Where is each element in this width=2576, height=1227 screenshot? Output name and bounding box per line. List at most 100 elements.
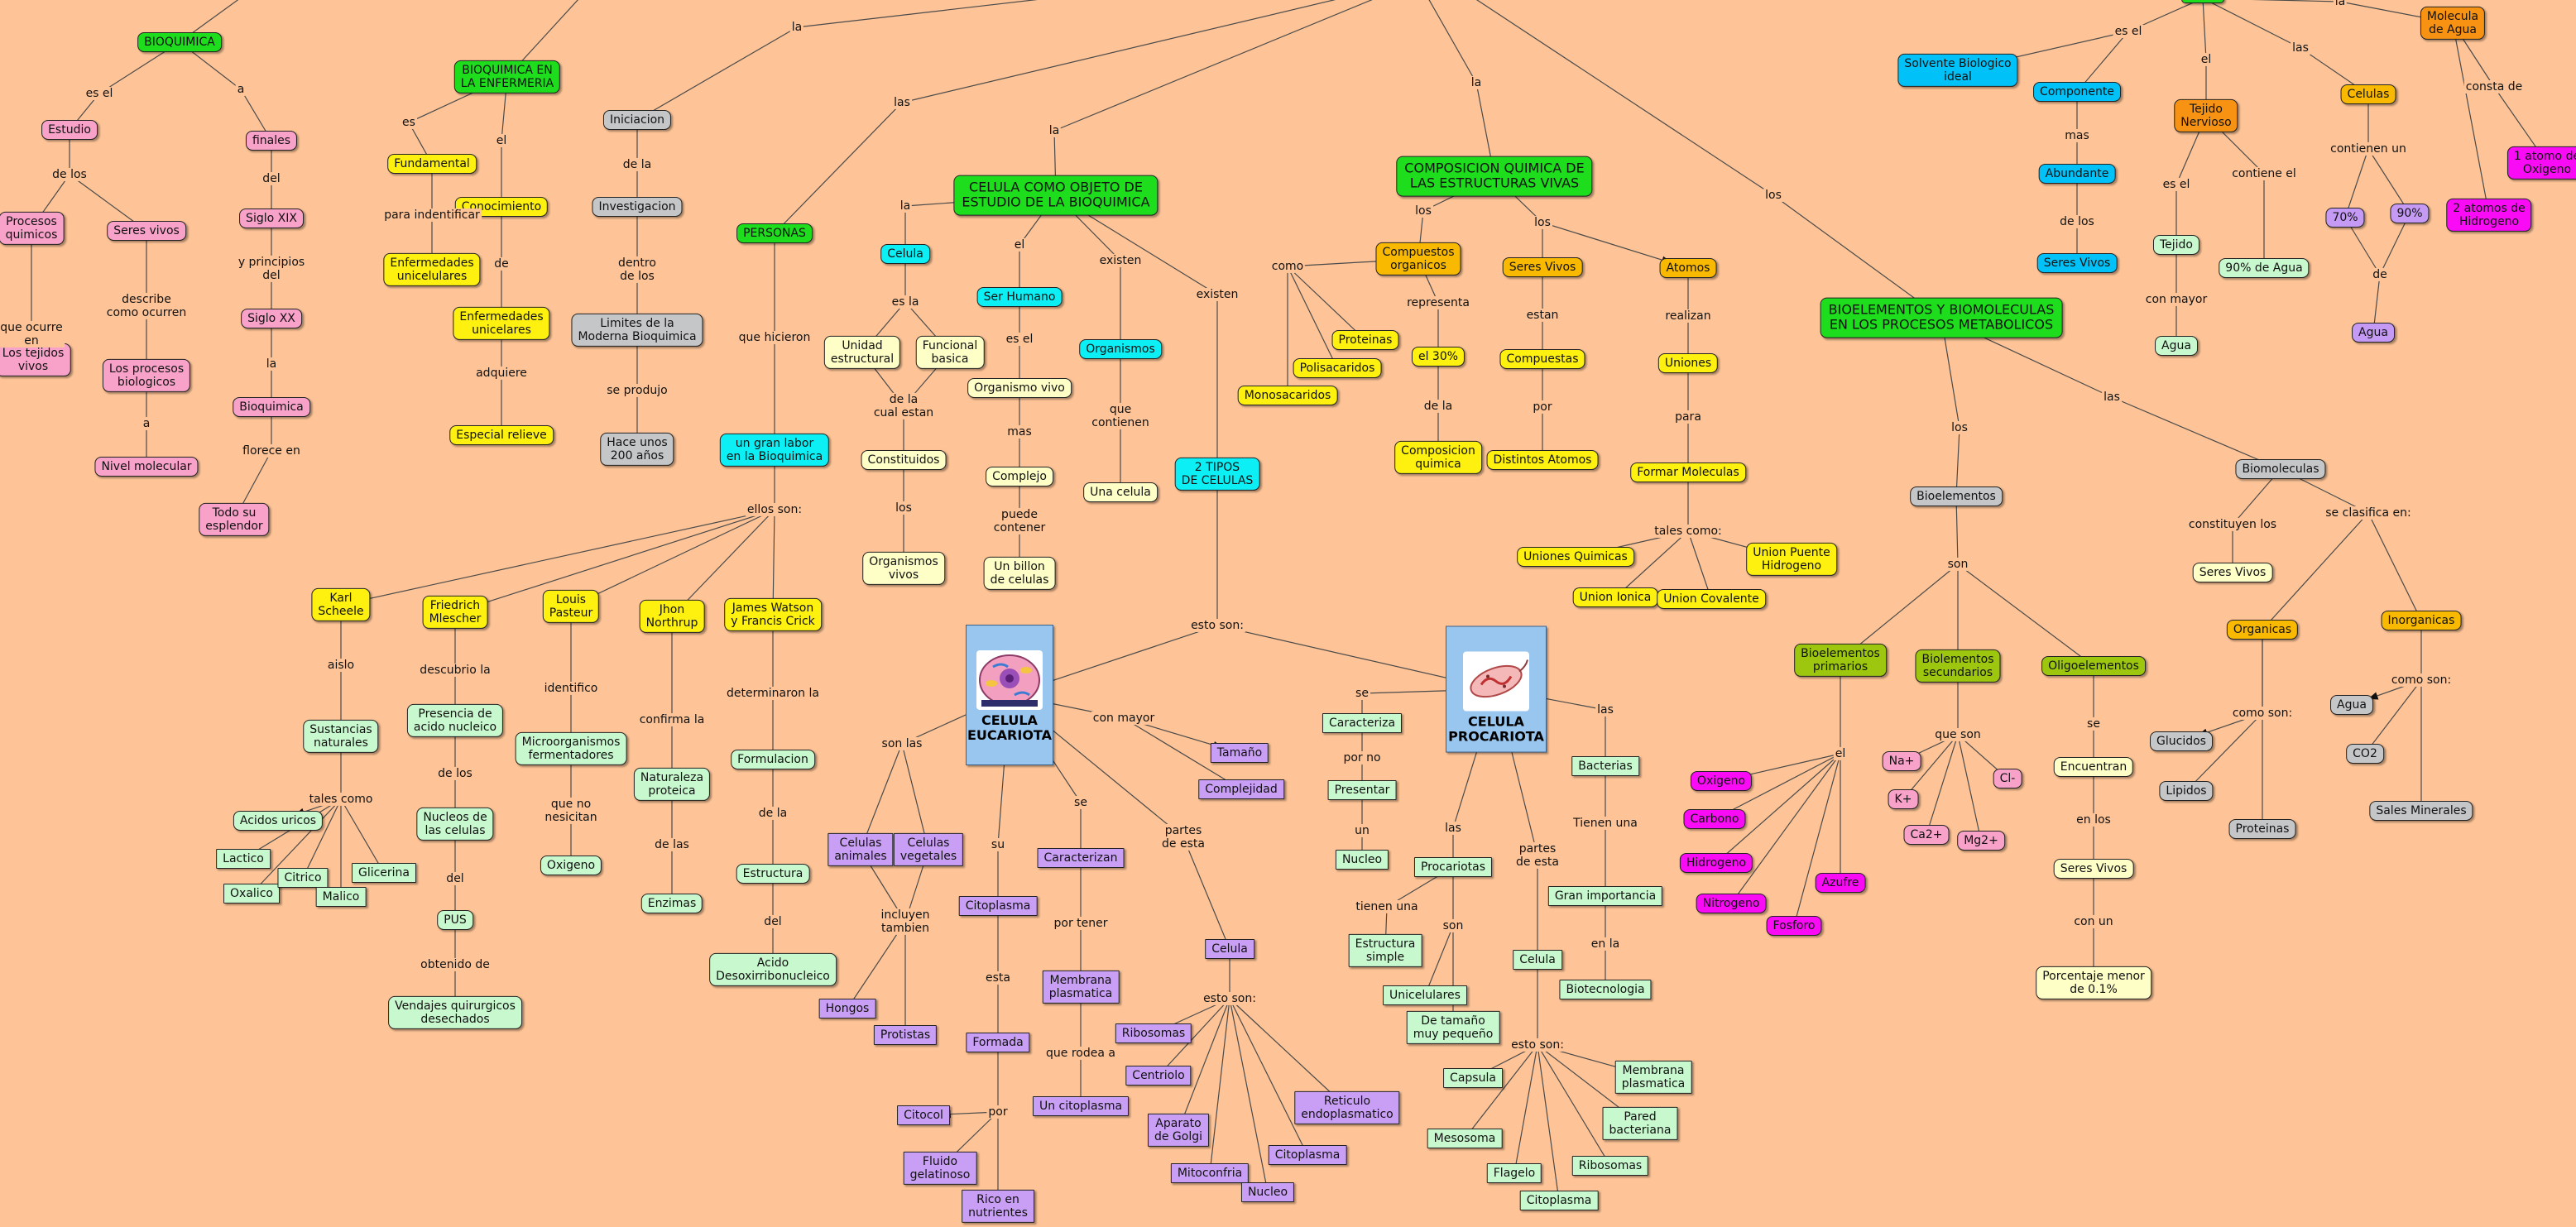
concept-node-presentar[interactable]: Presentar [1327,779,1397,801]
concept-node-ribosomas2[interactable]: Ribosomas [1571,1155,1649,1177]
concept-node-finales[interactable]: finales [245,130,298,151]
concept-node-s20[interactable]: Siglo XX [241,308,302,329]
concept-node-cl[interactable]: Cl- [1993,768,2022,789]
concept-node-organvivos[interactable]: Organismos vivos [862,551,945,586]
concept-node-unionica[interactable]: Union Ionica [1572,587,1658,608]
concept-node-celveg[interactable]: Celulas vegetales [893,832,964,867]
concept-node-tamano[interactable]: Tamaño [1210,742,1269,764]
concept-node-celula[interactable]: Celula [880,243,930,265]
concept-node-capsula[interactable]: Capsula [1443,1067,1503,1089]
concept-node-citopl2[interactable]: Citoplasma [1268,1144,1347,1166]
concept-node-caracteriza[interactable]: Caracteriza [1322,712,1403,734]
concept-node-tamanomuy[interactable]: De tamaño muy pequeño [1406,1010,1500,1045]
concept-node-fund[interactable]: Fundamental [387,153,477,175]
concept-node-procq[interactable]: Procesos quimicos [0,211,65,246]
concept-node-microorg[interactable]: Microorganismos fermentadores [515,731,627,766]
concept-node-sales[interactable]: Sales Minerales [2369,800,2473,822]
concept-node-pus[interactable]: PUS [437,909,473,931]
concept-node-k[interactable]: K+ [1888,788,1919,810]
concept-node-proteinas2[interactable]: Proteinas [2228,818,2296,840]
concept-node-seresv2[interactable]: Seres Vivos [1502,256,1583,278]
concept-node-seresv4[interactable]: Seres Vivos [2053,858,2134,880]
concept-node-enzimas[interactable]: Enzimas [640,893,703,914]
concept-node-compquim[interactable]: Composicion quimica [1394,440,1482,475]
concept-node-flagelo[interactable]: Flagelo [1486,1162,1542,1184]
concept-node-bioprim[interactable]: Bioelementos primarios [1794,643,1887,678]
concept-node-tejido[interactable]: Tejido [2152,234,2200,256]
concept-node-carbono[interactable]: Carbono [1683,808,1746,830]
concept-node-nucleo2[interactable]: Nucleo [1335,849,1389,870]
concept-node-bacterias[interactable]: Bacterias [1571,755,1639,777]
concept-node-seresv3[interactable]: Seres Vivos [2036,252,2118,274]
concept-node-granimp[interactable]: Gran importancia [1547,885,1663,907]
concept-node-hidrogeno[interactable]: Hidrogeno [1679,852,1753,874]
concept-node-biosec[interactable]: Biolementos secundarios [1915,649,2001,683]
concept-node-conoc[interactable]: Conocimiento [454,196,549,218]
concept-node-especial[interactable]: Especial relieve [449,424,554,446]
concept-node-dostipos[interactable]: 2 TIPOS DE CELULAS [1174,457,1260,491]
concept-node-tejnerv[interactable]: Tejido Nervioso [2174,98,2238,133]
concept-node-mitocon[interactable]: Mitoconfria [1170,1162,1250,1184]
concept-node-presencia[interactable]: Presencia de acido nucleico [406,703,504,738]
concept-node-oligo[interactable]: Oligoelementos [2041,655,2146,677]
concept-node-caracterizan[interactable]: Caracterizan [1037,847,1125,869]
concept-node-unicelulares[interactable]: Unicelulares [1383,985,1467,1006]
concept-node-topgreen[interactable] [2181,0,2224,3]
concept-node-seresv5[interactable]: Seres Vivos [2192,562,2273,583]
concept-node-inorg[interactable]: Inorganicas [2381,610,2462,631]
concept-node-procbio[interactable]: Los procesos biologicos [102,358,191,393]
concept-node-agua90[interactable]: 90% de Agua [2219,257,2310,279]
cell-type-node-procar[interactable]: CELULA PROCARIOTA [1446,625,1547,753]
concept-node-unpuente[interactable]: Union Puente Hidrogeno [1746,542,1837,577]
concept-node-funcional[interactable]: Funcional basica [915,335,985,370]
concept-node-citoplasma1[interactable]: Citoplasma [958,895,1038,917]
concept-node-procariotas[interactable]: Procariotas [1413,856,1493,878]
concept-node-bioqenf[interactable]: BIOQUIMICA EN LA ENFERMERIA [453,60,561,94]
concept-node-seresv[interactable]: Seres vivos [107,220,186,242]
concept-node-orgvivo[interactable]: Organismo vivo [967,377,1072,399]
concept-node-biomol[interactable]: Biomoleculas [2235,458,2326,480]
concept-node-agua1[interactable]: Agua [2155,335,2198,357]
concept-node-aparato[interactable]: Aparato de Golgi [1147,1113,1210,1148]
concept-node-lactico[interactable]: Lactico [216,848,271,870]
concept-node-formarmol[interactable]: Formar Moleculas [1630,462,1746,483]
concept-node-bioq[interactable]: BIOQUIMICA [137,31,222,53]
concept-node-organicas[interactable]: Organicas [2226,619,2299,640]
concept-node-fosforo[interactable]: Fosforo [1766,915,1822,937]
concept-node-formulacion[interactable]: Formulacion [731,749,815,770]
concept-node-friedrich[interactable]: Friedrich Mlescher [422,595,488,630]
concept-node-enfuni[interactable]: Enfermedades unicelulares [383,252,481,287]
concept-node-atomoox[interactable]: 1 atomo de Oxigeno [2506,146,2576,180]
concept-node-na[interactable]: Na+ [1882,750,1921,772]
concept-node-complejo[interactable]: Complejo [986,466,1053,487]
concept-node-distintos[interactable]: Distintos Atomos [1486,449,1599,471]
concept-node-celula3[interactable]: Celula [1205,938,1254,960]
concept-node-tejidos[interactable]: Los tejidos vivos [0,343,71,377]
concept-node-bioelem[interactable]: Bioelementos [1910,486,2003,507]
concept-node-uniones[interactable]: Uniones [1657,352,1719,374]
concept-node-celulas[interactable]: Celulas [2340,84,2396,105]
concept-node-co2[interactable]: CO2 [2346,743,2384,764]
concept-node-biotec[interactable]: Biotecnologia [1559,979,1652,1000]
concept-node-granlabor[interactable]: un gran labor en la Bioquimica [719,433,830,467]
concept-node-enfuni2[interactable]: Enfermedades unicelares [453,306,550,341]
concept-node-karl[interactable]: Karl Scheele [311,587,371,622]
concept-node-jhon[interactable]: Jhon Northrup [639,599,705,634]
concept-node-centriolo[interactable]: Centriolo [1125,1065,1192,1086]
concept-node-watson[interactable]: James Watson y Francis Crick [724,597,822,632]
concept-node-adn[interactable]: Acido Desoxirribonucleico [709,952,837,987]
concept-node-nucleos[interactable]: Nucleos de las celulas [416,807,494,841]
concept-node-billon[interactable]: Un billon de celulas [983,556,1056,591]
concept-node-protistas[interactable]: Protistas [873,1024,938,1046]
concept-node-todo[interactable]: Todo su esplendor [199,502,270,537]
concept-node-componente[interactable]: Componente [2033,81,2121,103]
concept-node-nitrogeno[interactable]: Nitrogeno [1696,893,1767,914]
concept-node-estsimple[interactable]: Estructura simple [1348,933,1422,968]
concept-node-compq[interactable]: COMPOSICION QUIMICA DE LAS ESTRUCTURAS V… [1396,156,1593,197]
concept-node-constit[interactable]: Constituidos [861,449,947,471]
concept-node-celula4[interactable]: Celula [1513,949,1562,971]
concept-node-membrana1[interactable]: Membrana plasmatica [1042,970,1120,1004]
concept-node-malico[interactable]: Malico [315,886,367,908]
concept-node-azufre[interactable]: Azufre [1815,872,1866,894]
concept-node-hace[interactable]: Hace unos 200 años [600,432,674,467]
